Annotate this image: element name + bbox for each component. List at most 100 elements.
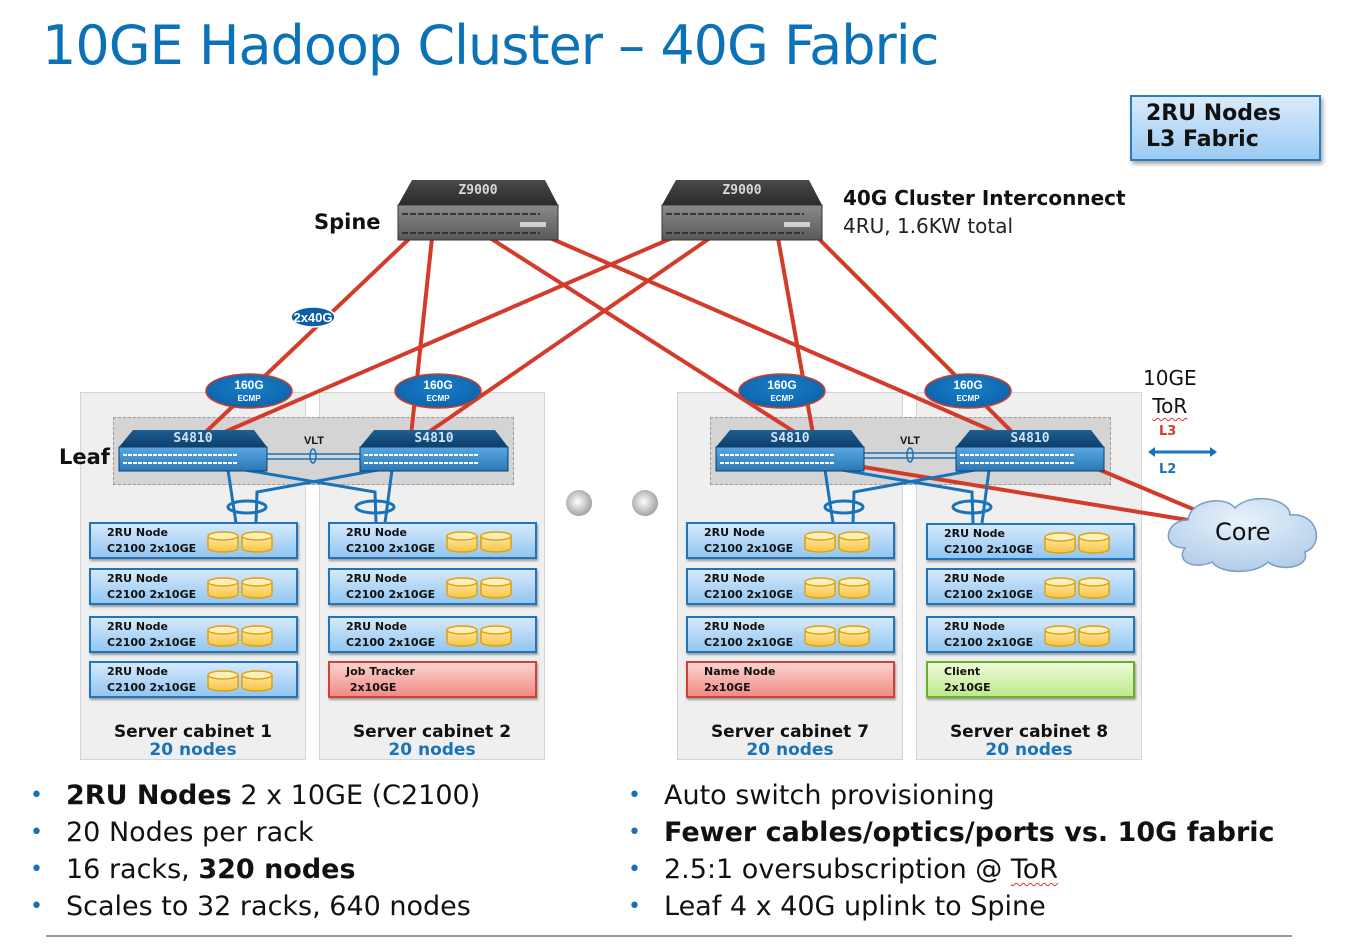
interconnect-subtitle: 4RU, 1.6KW total: [843, 214, 1014, 238]
interconnect-title: 40G Cluster Interconnect: [843, 186, 1126, 210]
vlt-label-right: VLT: [900, 435, 920, 447]
disk-icon: [207, 670, 239, 692]
cabinet-7-count: 20 nodes: [746, 740, 834, 760]
bullet-list-right: •Auto switch provisioning •Fewer cables/…: [628, 777, 1275, 925]
bullet-item: •16 racks, 320 nodes: [30, 851, 480, 888]
cabinet-8-name: Server cabinet 8: [949, 722, 1109, 742]
ecmp-4-type: ECMP: [956, 394, 980, 403]
uplink: [408, 236, 712, 447]
bullet-icon: •: [30, 820, 43, 845]
leaf-4-model: S4810: [1010, 431, 1049, 446]
disk-icon: [1078, 532, 1110, 554]
server-node: 2RU Node C2100 2x10GE: [926, 568, 1135, 605]
leaf-switch-4: [955, 430, 1105, 472]
cabinet-1-count: 20 nodes: [149, 740, 237, 760]
tor-label: 10GE ToR: [1143, 364, 1197, 420]
leaf-label: Leaf: [59, 445, 110, 469]
disk-icon: [804, 531, 836, 553]
link-speed-badge: 2x40G: [290, 306, 336, 328]
uplink: [408, 237, 434, 446]
l2-downlinks: [226, 468, 993, 524]
core-link: [862, 465, 1201, 524]
uplink: [816, 236, 1027, 447]
cabinet-8-count: 20 nodes: [985, 740, 1073, 760]
ecmp-badge-1: [205, 373, 293, 409]
bullet-icon: •: [628, 783, 641, 808]
disk-icon: [1078, 625, 1110, 647]
core-link: [1099, 468, 1201, 514]
server-node: 2RU Node C2100 2x10GE: [926, 616, 1135, 653]
ellipsis-dot: [632, 490, 658, 516]
spine-switch-1: [397, 180, 559, 241]
disk-icon: [241, 531, 273, 553]
cabinet-2-count: 20 nodes: [388, 740, 476, 760]
slide-title: 10GE Hadoop Cluster – 40G Fabric: [42, 14, 939, 77]
core-cloud-icon: [1167, 497, 1318, 573]
server-node: 2RU Node C2100 2x10GE: [89, 616, 298, 653]
server-node: 2RU Node C2100 2x10GE: [328, 522, 537, 559]
server-node: 2RU Node C2100 2x10GE: [686, 522, 895, 559]
svg-text:2x40G: 2x40G: [293, 310, 332, 325]
spine-label: Spine: [314, 210, 381, 234]
job-tracker-node: Job Tracker 2x10GE: [328, 661, 537, 698]
badge-line-2: L3 Fabric: [1146, 127, 1259, 152]
tor-line-2: ToR: [1152, 394, 1188, 418]
disk-icon: [804, 625, 836, 647]
disk-icon: [480, 531, 512, 553]
bullet-item: •2RU Nodes 2 x 10GE (C2100): [30, 777, 480, 814]
ecmp-2-speed: 160G: [423, 378, 452, 392]
core-label: Core: [1215, 518, 1271, 546]
leaf-switch-2: [359, 430, 509, 472]
ecmp-badge-3: [738, 373, 826, 409]
server-node: 2RU Node C2100 2x10GE: [89, 522, 298, 559]
disk-icon: [207, 531, 239, 553]
server-node: 2RU Node C2100 2x10GE: [89, 661, 298, 698]
l3-legend-label: L3: [1159, 424, 1177, 439]
tor-line-1: 10GE: [1143, 366, 1197, 390]
bullet-icon: •: [628, 857, 641, 882]
server-node: 2RU Node C2100 2x10GE: [686, 616, 895, 653]
server-node: 2RU Node C2100 2x10GE: [89, 568, 298, 605]
disk-icon: [241, 670, 273, 692]
uplink: [776, 237, 817, 446]
disk-icon: [241, 625, 273, 647]
disk-icon: [480, 625, 512, 647]
leaf-2-model: S4810: [414, 431, 453, 446]
uplink: [549, 236, 1026, 447]
ecmp-badge-2: [394, 373, 482, 409]
disk-icon: [838, 577, 870, 599]
disk-icon: [446, 531, 478, 553]
disk-icon: [480, 577, 512, 599]
bullet-item: •20 Nodes per rack: [30, 814, 480, 851]
bullet-item: •2.5:1 oversubscription @ ToR: [628, 851, 1275, 888]
spine-2-model: Z9000: [722, 183, 761, 198]
disk-icon: [446, 625, 478, 647]
l2-legend-label: L2: [1159, 462, 1177, 477]
ecmp-3-speed: 160G: [767, 378, 796, 392]
bullet-list-left: •2RU Nodes 2 x 10GE (C2100) •20 Nodes pe…: [30, 777, 480, 925]
bullet-item: •Leaf 4 x 40G uplink to Spine: [628, 888, 1275, 925]
disk-icon: [1078, 577, 1110, 599]
badge-line-1: 2RU Nodes: [1146, 101, 1282, 126]
uplink: [189, 236, 673, 449]
bottom-divider: [46, 935, 1292, 937]
cabinet-2-name: Server cabinet 2: [352, 722, 512, 742]
ecmp-1-speed: 160G: [234, 378, 263, 392]
bullet-item: •Scales to 32 racks, 640 nodes: [30, 888, 480, 925]
server-node: 2RU Node C2100 2x10GE: [328, 616, 537, 653]
disk-icon: [1044, 577, 1076, 599]
cabinet-1-name: Server cabinet 1: [113, 722, 273, 742]
server-node: 2RU Node C2100 2x10GE: [686, 568, 895, 605]
disk-icon: [241, 577, 273, 599]
vlt-label-left: VLT: [304, 435, 324, 447]
disk-icon: [446, 577, 478, 599]
spine-switch-2: [661, 180, 823, 241]
cabinet-7-name: Server cabinet 7: [710, 722, 870, 742]
ecmp-3-type: ECMP: [770, 394, 794, 403]
leaf-switch-1: [118, 430, 268, 472]
spine-1-model: Z9000: [458, 183, 497, 198]
server-node: 2RU Node C2100 2x10GE: [926, 523, 1135, 560]
disk-icon: [207, 577, 239, 599]
bullet-icon: •: [30, 857, 43, 882]
